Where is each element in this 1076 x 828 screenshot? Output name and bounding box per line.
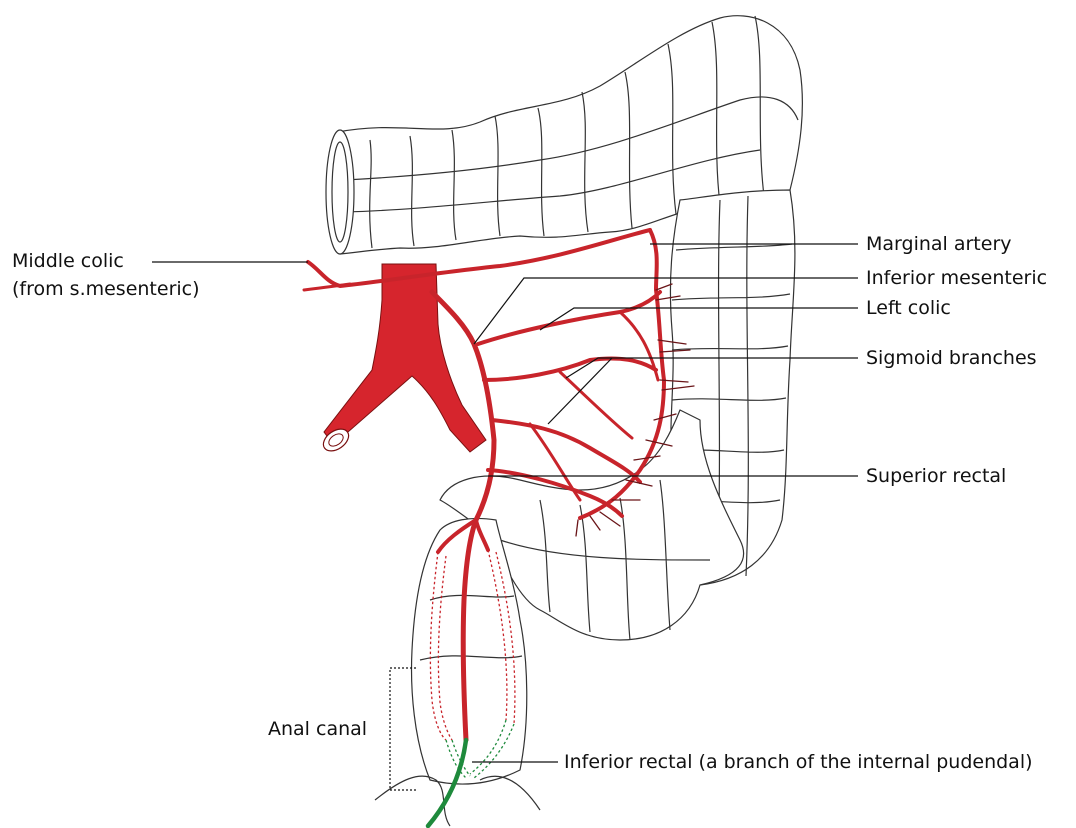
leader-sigmoid-2 — [548, 358, 612, 424]
aorta — [319, 264, 486, 455]
sigmoid-branch-1 — [484, 358, 656, 380]
left-colic-artery — [478, 292, 660, 344]
label-superior-rectal: Superior rectal — [866, 465, 1006, 487]
label-middle-colic-source: (from s.mesenteric) — [12, 278, 200, 300]
sigmoid-branch-1a — [560, 372, 632, 438]
label-left-colic: Left colic — [866, 297, 951, 319]
label-sigmoid-branches: Sigmoid branches — [866, 347, 1037, 369]
label-anal-canal: Anal canal — [268, 718, 367, 740]
label-middle-colic: Middle colic — [12, 250, 124, 272]
transverse-cut-lumen — [332, 142, 348, 242]
colon-outline — [326, 16, 802, 826]
label-inferior-mesenteric: Inferior mesenteric — [866, 267, 1047, 289]
anal-margin-left — [375, 776, 450, 826]
leader-inferior-mesenteric — [474, 278, 858, 344]
label-inferior-rectal: Inferior rectal (a branch of the interna… — [564, 751, 1033, 773]
label-marginal-artery: Marginal artery — [866, 233, 1012, 255]
abdominal-aorta — [324, 264, 486, 452]
